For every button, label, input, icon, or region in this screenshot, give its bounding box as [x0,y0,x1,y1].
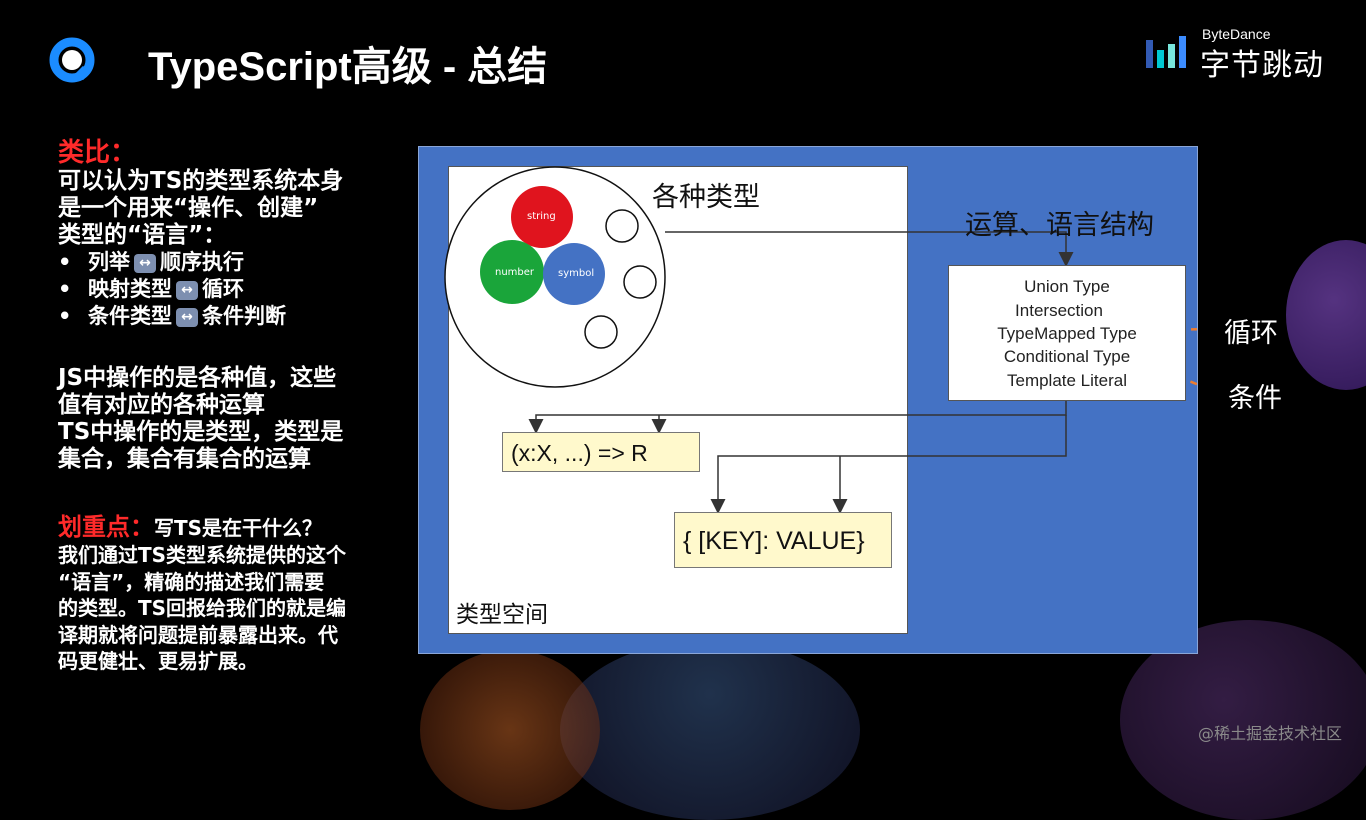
left-right-arrow-icon: ↔ [176,281,198,300]
condition-label: 条件 [1228,383,1282,414]
number-label: number [495,267,535,278]
operation-item: Conditional Type [1003,347,1131,366]
string-type-circle [511,186,573,248]
list-item: •映射类型↔循环 [58,277,244,301]
function-type-box: (x:X, ...) => R [502,432,700,472]
string-label: string [527,211,556,222]
analogy-line: 是一个用来“操作、创建” [58,195,319,221]
type-system-diagram: string number symbol 各种类型 运算、语言结构 Union … [418,146,1198,654]
types-label: 各种类型 [652,182,760,213]
course-logo-icon [49,37,95,83]
analogy-line: 类型的“语言”： [58,222,227,248]
js-ts-line: TS中操作的是类型，类型是 [58,419,344,445]
empty-type-circle [623,265,657,299]
list-item: •条件类型↔条件判断 [58,304,286,328]
operation-item: Template Literal [1006,371,1127,390]
summary-text: 类比： 可以认为TS的类型系统本身 是一个用来“操作、创建” 类型的“语言”： … [58,138,398,675]
number-type-circle [480,240,544,304]
background-planet [560,640,860,820]
analogy-heading: 类比： [58,138,137,168]
key-point-text: 译期就将问题提前暴露出来。代 [58,622,338,647]
key-point-heading: 划重点： [58,513,154,541]
operation-item: Union Type [1024,277,1110,296]
source-watermark: @稀土掘金技术社区 [1197,724,1342,743]
key-point-question: 写TS是在干什么？ [154,516,323,540]
connector-line [710,415,1067,514]
symbol-type-circle [543,243,605,305]
js-ts-line: JS中操作的是各种值，这些 [58,365,337,391]
empty-type-circle [605,209,639,243]
symbol-label: symbol [558,268,595,279]
loop-label: 循环 [1224,318,1278,349]
operations-label: 运算、语言结构 [965,210,1154,241]
js-ts-line: 值有对应的各种运算 [58,392,265,418]
diagram-connectors [444,166,1197,514]
object-type-box: { [KEY]: VALUE} [674,512,892,568]
key-point-text: 码更健壮、更易扩展。 [58,649,258,673]
bytedance-logo: ByteDance 字节跳动 [1144,26,1334,83]
operations-box: Union Type Intersection TypeMapped Type … [948,265,1186,401]
list-item: •列举↔顺序执行 [58,250,244,274]
analogy-list: •列举↔顺序执行 •映射类型↔循环 •条件类型↔条件判断 [58,249,398,330]
bytedance-bars-icon [1146,36,1186,68]
background-planet [420,650,600,810]
connector-line [528,401,1067,434]
analogy-line: 可以认为TS的类型系统本身 [58,168,344,194]
type-space-label: 类型空间 [456,602,548,628]
key-point-text: 我们通过TS类型系统提供的这个 [58,543,347,567]
brand-en: ByteDance [1202,26,1271,42]
key-point-line: 划重点：写TS是在干什么？ [58,507,398,542]
key-point-text: “语言”，精确的描述我们需要 [58,569,325,594]
background-planet [1286,240,1366,390]
operation-item: Intersection [1015,301,1103,320]
connector-line [665,231,1074,267]
empty-type-circle [584,315,618,349]
js-ts-line: 集合，集合有集合的运算 [58,446,311,472]
key-point-text: 的类型。TS回报给我们的就是编 [58,596,347,620]
brand-cn: 字节跳动 [1200,48,1324,83]
page-title: TypeScript高级 - 总结 [148,45,548,89]
left-right-arrow-icon: ↔ [176,308,198,327]
operation-item: TypeMapped Type [997,324,1137,343]
left-right-arrow-icon: ↔ [134,254,156,273]
